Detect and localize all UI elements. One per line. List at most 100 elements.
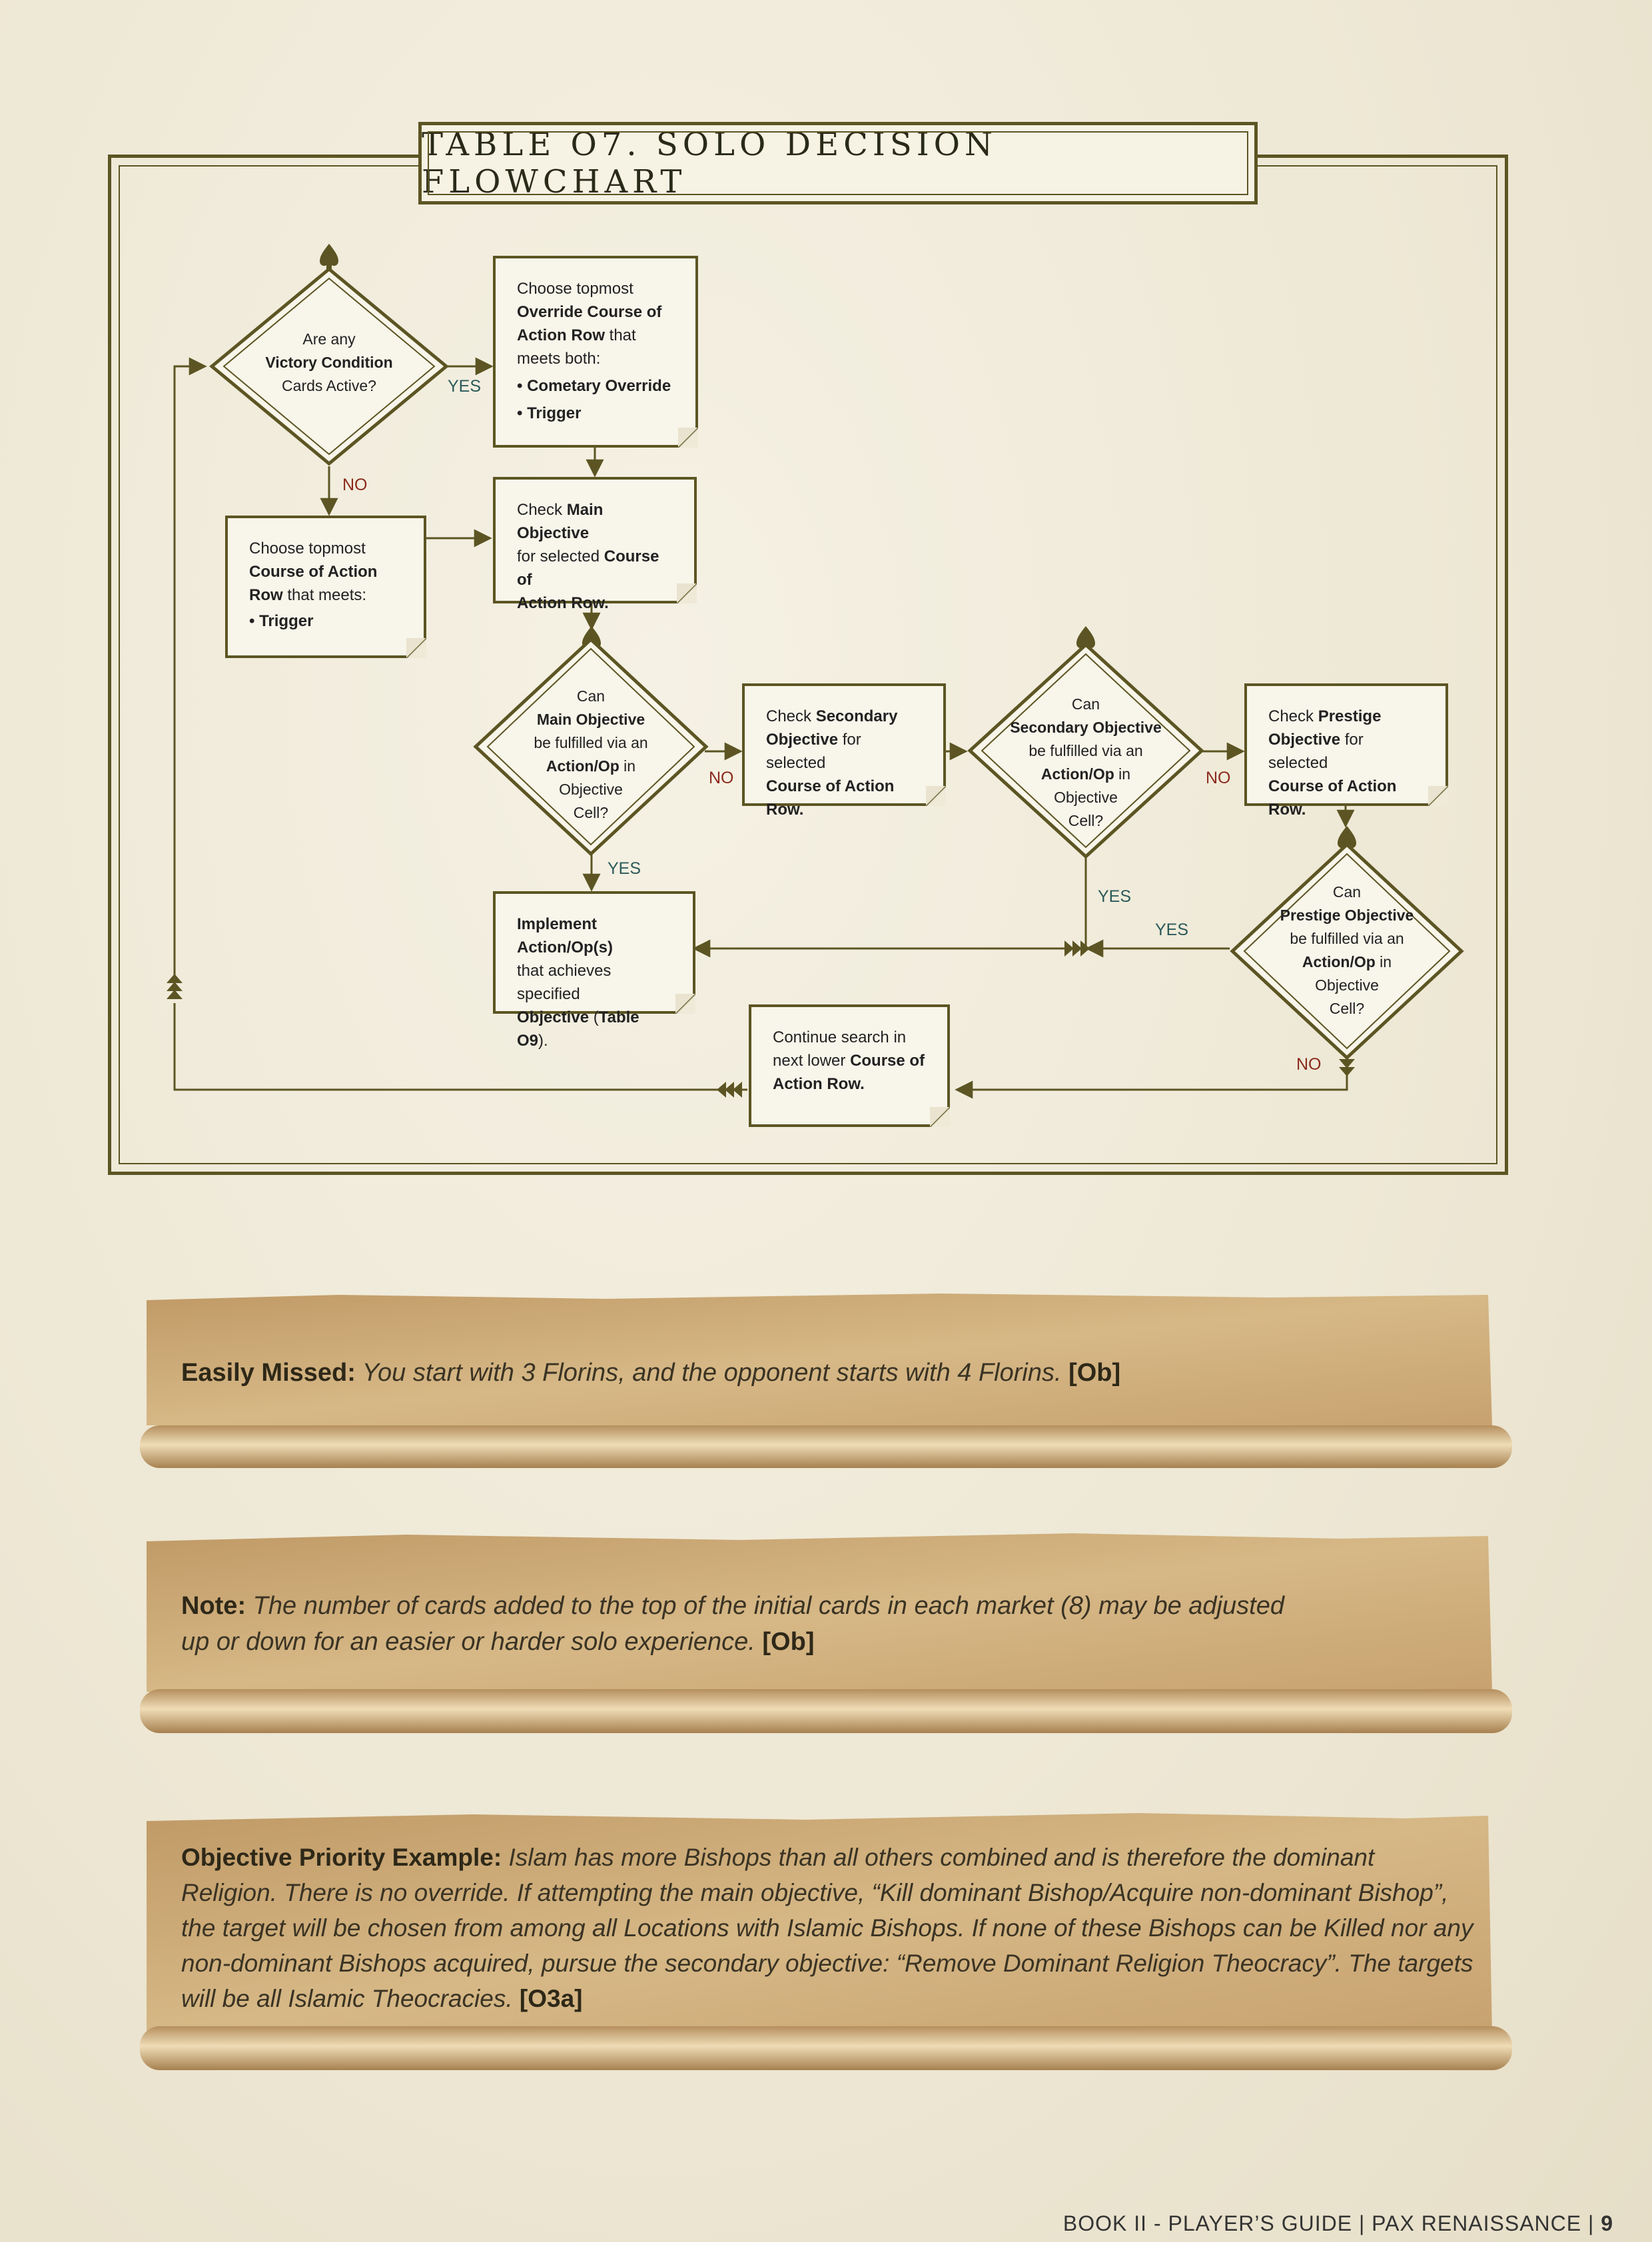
diamond-shape bbox=[209, 266, 449, 466]
diamond-line: in bbox=[619, 757, 636, 775]
node-line: Objective bbox=[1268, 731, 1341, 749]
node-line: Course of Action Row. bbox=[766, 777, 895, 819]
node-line: Choose topmost bbox=[249, 540, 366, 558]
scroll-parchment bbox=[140, 1533, 1512, 1733]
yes-label: YES bbox=[608, 859, 641, 878]
diamond-line: Action/Op bbox=[546, 757, 620, 775]
note-ref: [Ob] bbox=[762, 1628, 815, 1656]
flowchart-title-box: TABLE O7. SOLO DECISION FLOWCHART bbox=[418, 122, 1258, 204]
node-override-course: Choose topmost Override Course of Action… bbox=[493, 256, 698, 448]
diamond-line: in bbox=[1375, 953, 1392, 970]
node-line: Main Objective bbox=[517, 501, 604, 542]
page-number: 9 bbox=[1601, 2211, 1613, 2235]
diamond-line: Can bbox=[576, 687, 606, 705]
node-implement-action: Implement Action/Op(s) that achieves spe… bbox=[493, 891, 695, 1050]
diamond-line: Can bbox=[1071, 695, 1100, 713]
diamond-line: be fulfilled via an bbox=[1029, 742, 1143, 759]
decision-secondary-objective: Can Secondary Objective be fulfilled via… bbox=[967, 642, 1204, 859]
node-line: Table O9 bbox=[517, 1008, 639, 1050]
node-line: • Trigger bbox=[249, 612, 314, 630]
footer-text: BOOK II - PLAYER’S GUIDE | PAX RENAISSAN… bbox=[1062, 2211, 1601, 2235]
diamond-line: Prestige Objective bbox=[1280, 907, 1414, 924]
node-line: Action Row. bbox=[517, 594, 609, 612]
node-line: for selected bbox=[766, 731, 861, 772]
diamond-line: be fulfilled via an bbox=[1290, 930, 1404, 947]
node-line: ( bbox=[589, 1008, 599, 1026]
node-check-prestige-objective: Check Prestige Objective for selected Co… bbox=[1244, 683, 1448, 819]
decision-prestige-objective: Can Prestige Objective be fulfilled via … bbox=[1230, 842, 1464, 1060]
node-line: meets both: bbox=[517, 350, 601, 368]
node-line: Course of Action bbox=[249, 563, 378, 581]
note-ref: [Ob] bbox=[1068, 1359, 1121, 1387]
diamond-line: Action/Op bbox=[1040, 765, 1114, 783]
no-label: NO bbox=[342, 476, 368, 494]
diamond-line: in bbox=[1114, 765, 1131, 783]
yes-label: YES bbox=[448, 377, 482, 396]
node-line: Check bbox=[1268, 707, 1318, 725]
node-line: Course of bbox=[850, 1052, 925, 1070]
yes-label: YES bbox=[1155, 921, 1189, 939]
node-line: Row bbox=[249, 586, 283, 604]
note-body: You start with 3 Florins, and the oppone… bbox=[355, 1359, 1069, 1387]
node-line: that achieves specified bbox=[517, 962, 612, 1003]
diamond-shape bbox=[967, 642, 1204, 859]
node-choose-course: Choose topmost Course of Action Row that… bbox=[225, 516, 426, 658]
node-check-main-objective: Check Main Objective for selected Course… bbox=[493, 477, 697, 612]
flowchart-connectors bbox=[167, 244, 1356, 1099]
diamond-line: Cell? bbox=[1329, 1000, 1365, 1017]
note-body: the target will be chosen from among all… bbox=[181, 1914, 1473, 1942]
note-scroll-objective-priority: Objective Priority Example: Islam has mo… bbox=[140, 1812, 1512, 2091]
scroll-parchment bbox=[140, 1294, 1512, 1468]
note-lead: Note: bbox=[181, 1592, 246, 1620]
node-line: • Cometary Override bbox=[517, 377, 671, 395]
node-line: Implement Action/Op(s) bbox=[517, 915, 613, 956]
node-check-secondary-objective: Check Secondary Objective for selected C… bbox=[742, 683, 946, 819]
diamond-line: Victory Condition bbox=[265, 354, 393, 371]
node-line: Secondary bbox=[815, 707, 898, 725]
yes-label: YES bbox=[1098, 887, 1132, 906]
no-label: NO bbox=[709, 769, 734, 787]
node-line: Course of Action Row. bbox=[1268, 777, 1397, 819]
page-footer: BOOK II - PLAYER’S GUIDE | PAX RENAISSAN… bbox=[1063, 2211, 1613, 2236]
note-body: will be all Islamic Theocracies. bbox=[181, 1985, 520, 2012]
diamond-line: Are any bbox=[302, 330, 356, 348]
diamond-line: Secondary Objective bbox=[1010, 719, 1162, 736]
diamond-line: Action/Op bbox=[1302, 953, 1376, 970]
node-line: Choose topmost bbox=[517, 280, 633, 298]
note-scroll-easily-missed: Easily Missed: You start with 3 Florins,… bbox=[140, 1292, 1512, 1479]
node-line: Objective bbox=[517, 1008, 590, 1026]
node-line: Check bbox=[517, 501, 567, 519]
note-lead: Easily Missed: bbox=[181, 1359, 356, 1387]
note-body: non-dominant Bishops acquired, pursue th… bbox=[181, 1950, 1473, 1977]
node-line: Override Course of bbox=[517, 303, 662, 321]
note-body: up or down for an easier or harder solo … bbox=[181, 1628, 763, 1656]
node-line: that bbox=[605, 326, 636, 344]
note-lead: Objective Priority Example: bbox=[181, 1844, 502, 1871]
node-line: Continue search in bbox=[773, 1028, 907, 1046]
no-label: NO bbox=[1296, 1055, 1322, 1074]
note-body: Islam has more Bishops than all others c… bbox=[502, 1844, 1375, 1871]
node-line: Action Row bbox=[517, 326, 605, 344]
no-label: NO bbox=[1206, 769, 1231, 787]
node-continue-search: Continue search in next lower Course of … bbox=[749, 1004, 950, 1127]
diamond-shape bbox=[1230, 842, 1464, 1060]
node-line: for selected bbox=[1268, 731, 1364, 772]
node-line: Action Row. bbox=[773, 1075, 865, 1093]
node-line: for selected bbox=[517, 548, 604, 565]
scroll-parchment bbox=[140, 1813, 1512, 2070]
node-line: • Trigger bbox=[517, 404, 582, 422]
diamond-line: be fulfilled via an bbox=[534, 734, 648, 751]
diamond-line: Objective bbox=[1315, 976, 1379, 994]
diamond-line: Main Objective bbox=[536, 711, 645, 728]
node-line: ). bbox=[538, 1032, 548, 1050]
diamond-line: Cell? bbox=[1068, 812, 1104, 829]
node-line: Prestige bbox=[1318, 707, 1382, 725]
diamond-line: Objective bbox=[559, 781, 623, 798]
decision-victory-condition: Are any Victory Condition Cards Active? bbox=[209, 266, 449, 466]
diamond-line: Cell? bbox=[573, 804, 609, 821]
diamond-line: Can bbox=[1332, 883, 1362, 901]
node-line: Course of bbox=[517, 548, 659, 589]
node-line: Objective bbox=[766, 731, 839, 749]
diamond-line: Cards Active? bbox=[282, 377, 376, 394]
note-body: Religion. There is no override. If attem… bbox=[181, 1879, 1449, 1906]
